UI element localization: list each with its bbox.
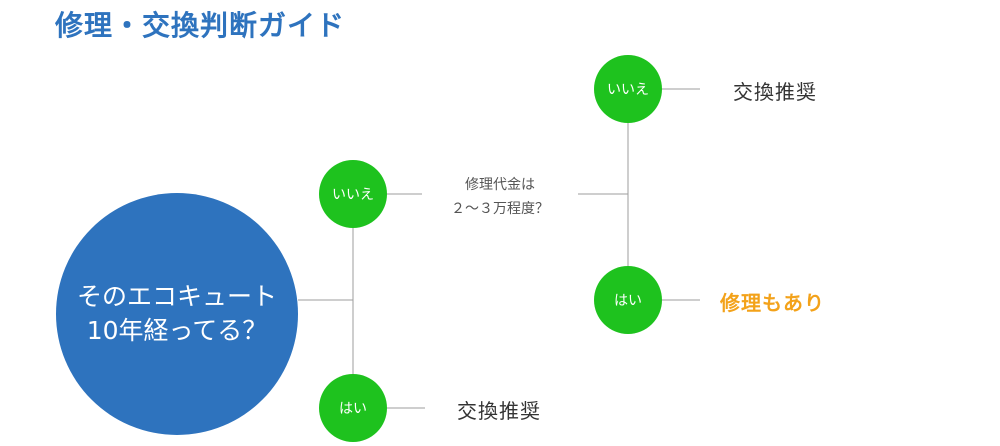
page-title: 修理・交換判断ガイド xyxy=(55,9,346,42)
node-yes-left: はい xyxy=(319,374,387,442)
root-question-line1: そのエコキュート xyxy=(76,282,277,311)
node-no-right: いいえ xyxy=(594,55,662,123)
result-replace-top: 交換推奨 xyxy=(733,80,817,104)
node-no-left: いいえ xyxy=(319,160,387,228)
question-repair-cost: 修理代金は ２～３万程度？ xyxy=(425,173,575,221)
root-question-circle: そのエコキュート 10年経ってる？ xyxy=(56,193,298,435)
question-line1: 修理代金は xyxy=(465,177,535,193)
question-line2: ２～３万程度？ xyxy=(451,201,549,217)
node-yes-right: はい xyxy=(594,266,662,334)
root-question-line2: 10年経ってる？ xyxy=(86,316,268,345)
result-repair-possible: 修理もあり xyxy=(720,291,825,315)
result-replace-bottom: 交換推奨 xyxy=(457,399,541,423)
